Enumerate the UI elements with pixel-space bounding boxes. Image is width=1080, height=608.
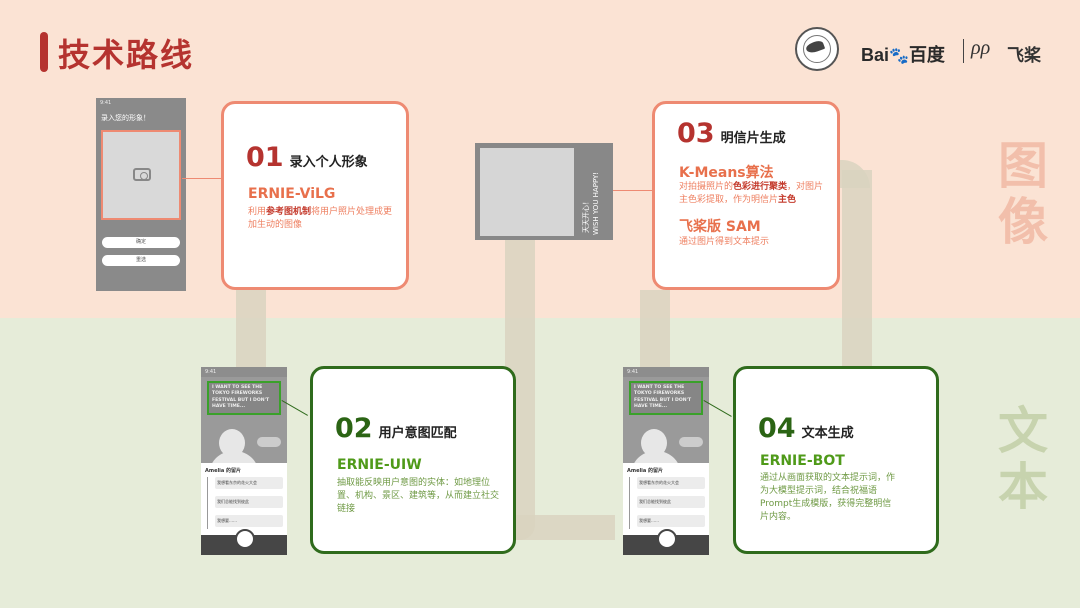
route-path-3 (515, 515, 615, 540)
connector-step1 (182, 178, 222, 179)
camera-button[interactable] (235, 529, 255, 549)
title-accent-bar (40, 32, 48, 72)
list-item[interactable]: 我想要…… (637, 515, 705, 527)
model-name: ERNIE-UIW (337, 457, 422, 473)
camera-button[interactable] (657, 529, 677, 549)
postcard-list-panel: Amelia 的留片 我想看东京的花火大会 我们总能找到彼此 我想要…… (623, 463, 709, 535)
sam-description: 通过图片得到文本提示 (679, 237, 770, 247)
image-section-label: 图像 (998, 137, 1048, 251)
postcard-list-panel: Amelia 的留片 我想看东京的花火大会 我们总能找到彼此 我想要…… (201, 463, 287, 535)
step-title: 用户意图匹配 (378, 426, 457, 441)
list-item[interactable]: 我们总能找到彼此 (215, 496, 283, 508)
model-name: ERNIE-BOT (760, 453, 845, 469)
connector-step3 (613, 190, 653, 191)
route-path-6 (640, 290, 670, 370)
list-item[interactable]: 我想看东京的花火大会 (637, 477, 705, 489)
paw-icon: 🐾 (889, 48, 909, 65)
step-description: 利用参考图机制将用户照片处理成更加生动的图像 (248, 207, 393, 230)
postcard-preview: 天天开心！ WISH YOU HAPPY! (475, 143, 613, 240)
paddle-mark-logo: ρρ (971, 37, 991, 59)
step-number: 04 (758, 413, 796, 444)
postcard-greeting: 天天开心！ WISH YOU HAPPY! (582, 171, 600, 235)
model-name-kmeans: K-Means算法 (679, 165, 774, 181)
step-number: 01 (246, 142, 284, 173)
step-number: 02 (335, 413, 373, 444)
list-item[interactable]: 我想看东京的花火大会 (215, 477, 283, 489)
retake-button[interactable]: 重选 (102, 255, 180, 266)
paddle-logo-text: 飞桨 (1007, 46, 1041, 66)
step-card-01: 01 录入个人形象 ERNIE-ViLG 利用参考图机制将用户照片处理成更加生动的… (221, 101, 409, 290)
step-description: 通过从画面获取的文本提示词，作为大模型提示词，结合祝福语Prompt生成模版，获… (760, 473, 896, 522)
intent-matching-phone: 9:41 I WANT TO SEE THE TOKYO FIREWORKS F… (201, 367, 287, 555)
step-card-02: 02 用户意图匹配 ERNIE-UIW 抽取能反映用户意图的实体：如地理位置、机构… (310, 366, 516, 554)
step-card-04: 04 文本生成 ERNIE-BOT 通过从画面获取的文本提示词，作为大模型提示词，… (733, 366, 939, 554)
logo-divider (963, 39, 964, 63)
step-title: 录入个人形象 (289, 155, 368, 170)
list-item[interactable]: 我们总能找到彼此 (637, 496, 705, 508)
baidu-logo: Bai🐾百度 (861, 45, 945, 65)
phone-screen-title: 录入您的形象！ (101, 114, 150, 122)
bottom-nav (201, 529, 287, 555)
postcard-photo (480, 148, 574, 236)
step-title: 文本生成 (801, 426, 854, 441)
list-item[interactable]: 我想要…… (215, 515, 283, 527)
model-name: ERNIE-ViLG (248, 186, 336, 202)
photo-placeholder[interactable] (101, 130, 181, 220)
step-description: 抽取能反映用户意图的实体：如地理位置、机构、景区、建筑等，从而建立社交链接 (337, 478, 500, 514)
kmeans-description: 对拍摄照片的色彩进行聚类，对图片主色彩提取，作为明信片主色 (679, 182, 824, 205)
camera-icon (133, 168, 151, 181)
confirm-button[interactable]: 确定 (102, 237, 180, 248)
page-title: 技术路线 (58, 36, 195, 74)
model-name-sam: 飞桨版 SAM (679, 219, 761, 235)
profile-capture-phone: 9:41 录入您的形象！ 确定 重选 (96, 98, 186, 291)
step-number: 03 (677, 118, 715, 149)
text-generation-phone: 9:41 I WANT TO SEE THE TOKYO FIREWORKS F… (623, 367, 709, 555)
route-path-1 (236, 290, 266, 370)
bottom-nav (623, 529, 709, 555)
text-section-label: 文本 (998, 402, 1048, 516)
partner-logos: Bai🐾百度 ρρ 飞桨 (795, 25, 1055, 75)
detected-text-box: I WANT TO SEE THE TOKYO FIREWORKS FESTIV… (207, 381, 281, 415)
step-title: 明信片生成 (720, 131, 786, 146)
detected-text-box: I WANT TO SEE THE TOKYO FIREWORKS FESTIV… (629, 381, 703, 415)
step-card-03: 03 明信片生成 K-Means算法 对拍摄照片的色彩进行聚类，对图片主色彩提取，… (652, 101, 840, 290)
university-seal-logo (795, 27, 839, 71)
